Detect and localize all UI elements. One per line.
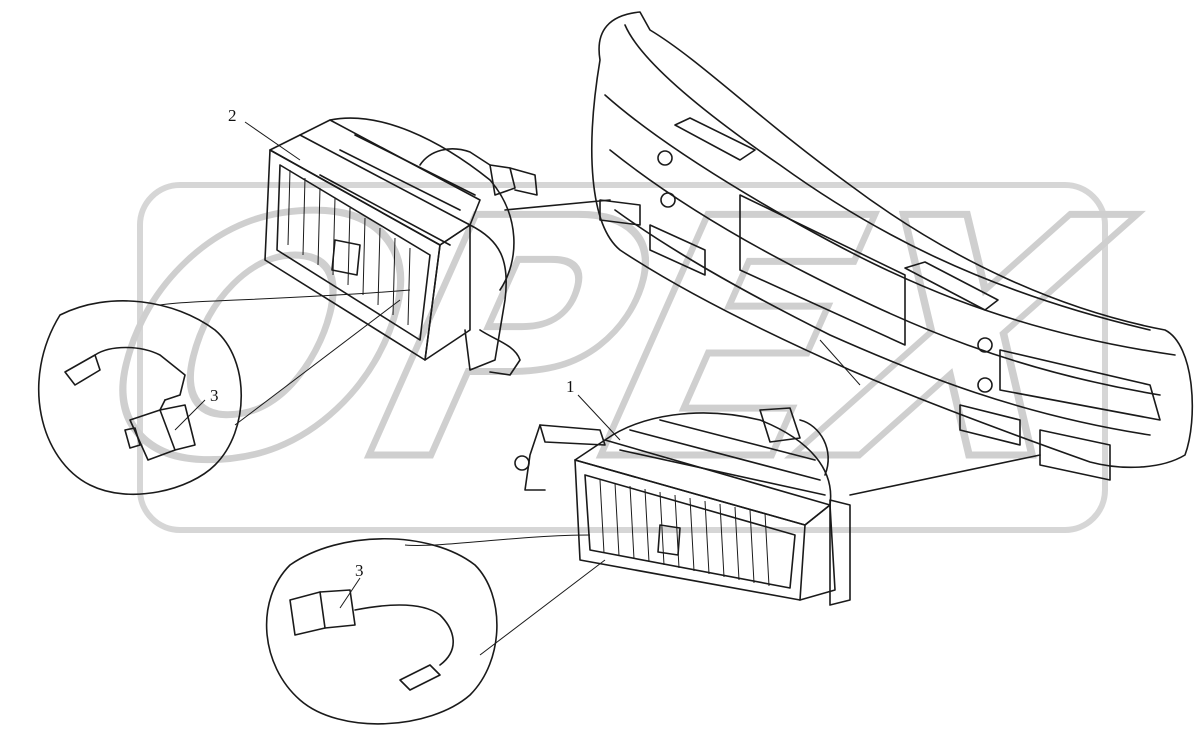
fog-lamp-lower [514, 407, 851, 606]
mount-arrows [504, 199, 1041, 496]
bulb-detail-lower [265, 534, 606, 725]
callout-1: 1 [566, 377, 575, 396]
fog-lamp-upper [264, 117, 538, 376]
watermark-text: OPEX [72, 150, 1154, 534]
callout-3-upper: 3 [210, 386, 219, 405]
watermark: OPEX [68, 146, 1157, 537]
callout-2: 2 [228, 106, 237, 125]
bulb-detail-upper [38, 289, 411, 496]
bumper [591, 11, 1194, 481]
leader-lines [174, 121, 621, 609]
callout-3-lower: 3 [355, 561, 364, 580]
